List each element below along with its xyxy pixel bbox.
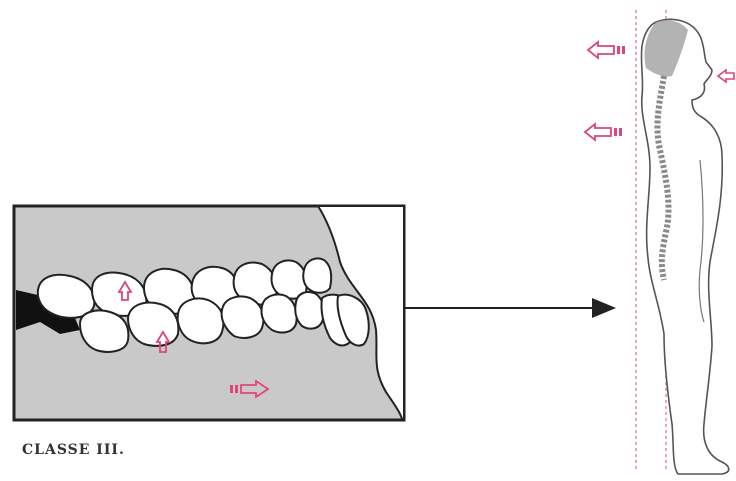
left-arrow-icon <box>585 124 622 140</box>
dental-panel <box>14 206 404 420</box>
figure-caption: CLASSE III. <box>22 442 125 458</box>
left-arrow-icon <box>588 42 625 58</box>
lower-tooth <box>178 299 224 344</box>
left-arrow-icon <box>718 70 734 82</box>
body-outline <box>641 19 728 474</box>
posture-figure <box>585 10 734 474</box>
upper-tooth <box>303 258 331 292</box>
lower-tooth <box>128 303 178 346</box>
lower-tooth <box>295 292 324 329</box>
